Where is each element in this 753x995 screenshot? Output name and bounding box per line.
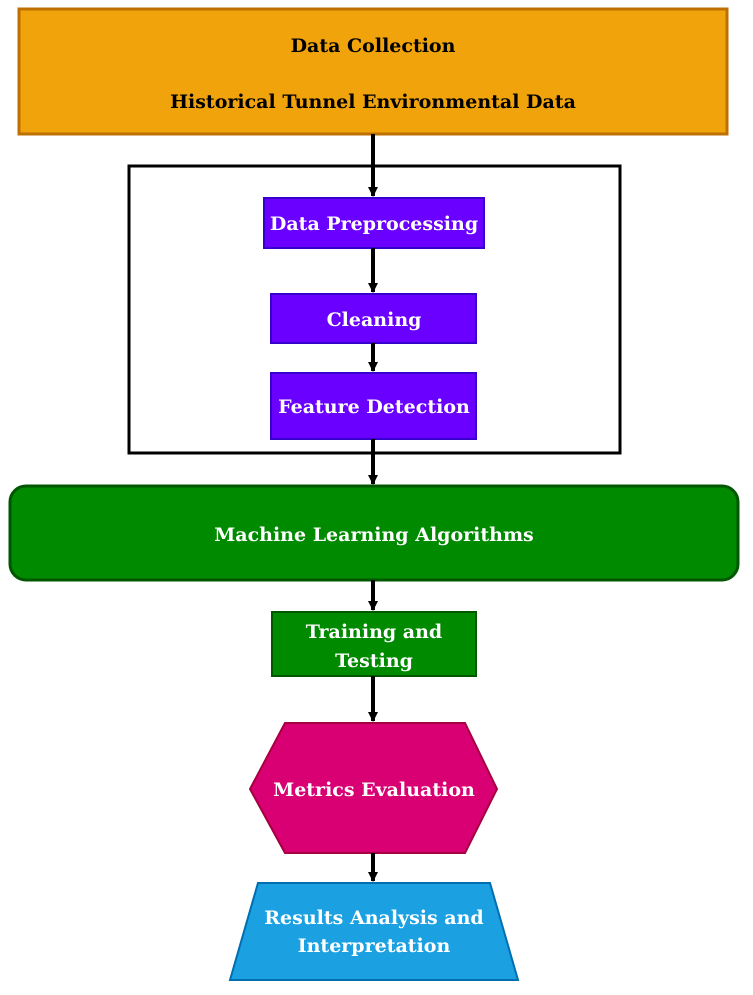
metrics-evaluation-hexagon (248, 722, 499, 854)
results-analysis-node: Results Analysis and Interpretation (228, 882, 520, 981)
data-collection-subtitle: Historical Tunnel Environmental Data (170, 91, 576, 113)
data-collection-title: Data Collection (291, 35, 456, 57)
training-testing-node: Training and Testing (271, 611, 477, 677)
results-analysis-trapezoid (228, 882, 520, 981)
data-collection-box (17, 7, 729, 136)
data-collection-node: Data Collection Historical Tunnel Enviro… (17, 7, 729, 136)
metrics-evaluation-label: Metrics Evaluation (273, 779, 475, 801)
data-preprocessing-label: Data Preprocessing (270, 213, 478, 235)
results-analysis-label-line2: Interpretation (298, 935, 451, 957)
ml-algorithms-node: Machine Learning Algorithms (8, 484, 740, 582)
feature-detection-node: Feature Detection (270, 372, 477, 440)
results-analysis-label-line1: Results Analysis and (264, 907, 483, 929)
feature-detection-box (270, 372, 477, 440)
training-testing-label-line1: Training and (306, 621, 442, 643)
feature-detection-label: Feature Detection (278, 396, 470, 418)
metrics-evaluation-node: Metrics Evaluation (248, 722, 499, 854)
training-testing-label-line2: Testing (335, 650, 413, 672)
ml-algorithms-label: Machine Learning Algorithms (214, 524, 534, 546)
data-preprocessing-node: Data Preprocessing (263, 197, 485, 249)
cleaning-node: Cleaning (270, 293, 477, 344)
cleaning-label: Cleaning (327, 309, 422, 331)
